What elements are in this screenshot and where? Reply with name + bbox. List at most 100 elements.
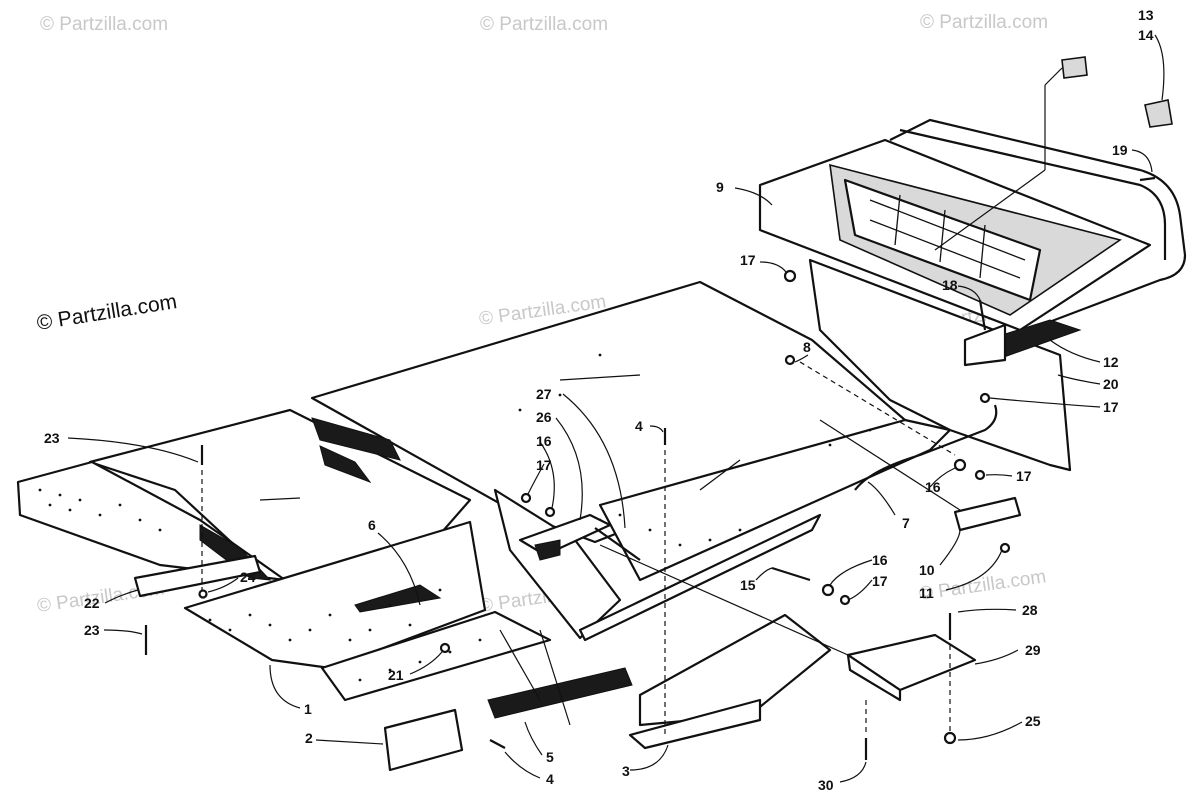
leader-lines [67,34,1165,783]
rivet-24 [198,589,208,599]
assembly-line [799,361,956,456]
nut-25 [943,731,957,745]
leader-22 [104,589,139,604]
leader-24 [207,577,239,593]
callout-13: 13 [1138,7,1154,23]
grab-handle-12 [889,118,1187,347]
nut-17 [974,469,986,481]
callout-29: 29 [1025,642,1041,658]
callout-24: 24 [240,569,256,585]
callout-17b: 17 [1103,399,1119,415]
foot-plate-29 [846,633,977,692]
callout-23a: 23 [44,430,60,446]
callout-26: 26 [536,409,552,425]
shading-stripe [354,584,442,613]
leader-16a [539,441,555,509]
right-side-panel [598,418,952,582]
assembly-line [599,544,849,656]
foot-plate-29-side [846,653,902,702]
highlight-line [559,374,641,381]
leader-2 [315,739,384,745]
callout-7: 7 [902,515,910,531]
washer-16 [953,458,967,472]
callout-17d: 17 [1016,468,1032,484]
bracket-3 [638,613,832,727]
grate-line [869,199,1026,261]
screw-11 [999,542,1011,554]
rivet-4 [489,739,506,749]
highlight-line [259,497,301,501]
leader-28 [957,608,1017,613]
fastener-8 [784,354,796,366]
callout-17e: 17 [872,573,888,589]
leader-17e [847,579,873,601]
bracket-22 [133,554,262,598]
nut-17 [839,594,851,606]
callout-9: 9 [716,179,724,195]
decal-14 [1144,99,1173,128]
callout-1: 1 [304,701,312,717]
leader-1 [269,664,301,709]
callout-28: 28 [1022,602,1038,618]
bracket-3-foot [628,698,762,750]
leader-23a [67,437,199,463]
leader-8 [794,354,809,363]
nut-17 [783,269,797,283]
callout-11: 11 [919,585,934,601]
bolt-15 [771,566,811,582]
callout-2: 2 [305,730,313,746]
leader-3 [629,744,669,771]
shading-stripe [311,417,401,461]
leader-17a [759,261,787,273]
tunnel-flange [578,513,822,642]
callout-8: 8 [803,339,811,355]
watermark-faint: © Partzilla.com [918,566,1048,605]
step-lip-panel [320,610,552,702]
leader-19 [1131,149,1153,173]
bumper-bracket [963,323,1007,367]
callout-15: 15 [740,577,756,593]
callout-numbers: 13 14 19 9 17 18 8 12 20 17 23 27 26 16 … [44,7,1154,793]
callout-19: 19 [1112,142,1128,158]
tunnel-assembly [16,280,952,702]
callout-21: 21 [388,667,404,683]
leader-9 [734,187,773,206]
leader-17b [989,397,1101,408]
callout-10: 10 [919,562,935,578]
watermark-faint: © Partzilla.com [40,14,168,35]
leader-5c [499,629,541,701]
grate-line [894,194,901,246]
leader-27 [562,393,626,529]
callout-14: 14 [1138,27,1154,43]
leader-4a [649,425,664,433]
assembly-line [819,419,961,511]
leader-16c [829,559,873,586]
callout-22: 22 [84,595,100,611]
shading-stripe [319,445,372,484]
plate-2 [383,708,464,772]
callout-17a: 17 [740,252,756,268]
step-face-panel [183,520,487,670]
leader-17d [985,474,1013,477]
fasteners [144,176,1156,760]
grab-handle-inner [899,128,1167,260]
leader-11 [945,549,1003,591]
callout-23b: 23 [84,622,100,638]
washer-16 [821,583,835,597]
screw-19 [1139,176,1156,182]
leader-7 [867,481,896,516]
leader-14 [1154,34,1165,101]
callout-27: 27 [536,386,552,402]
callout-16b: 16 [925,479,941,495]
leader-21 [409,651,443,675]
callout-20: 20 [1103,376,1119,392]
assembly-line [934,169,1046,251]
leader-18 [957,285,981,301]
leader-17c [527,463,545,495]
rod-7 [854,404,998,491]
callout-12: 12 [1103,354,1119,370]
grate-line [979,224,986,279]
watermark-faint: © Partzilla.com [920,12,1048,33]
callout-30: 30 [818,777,834,793]
